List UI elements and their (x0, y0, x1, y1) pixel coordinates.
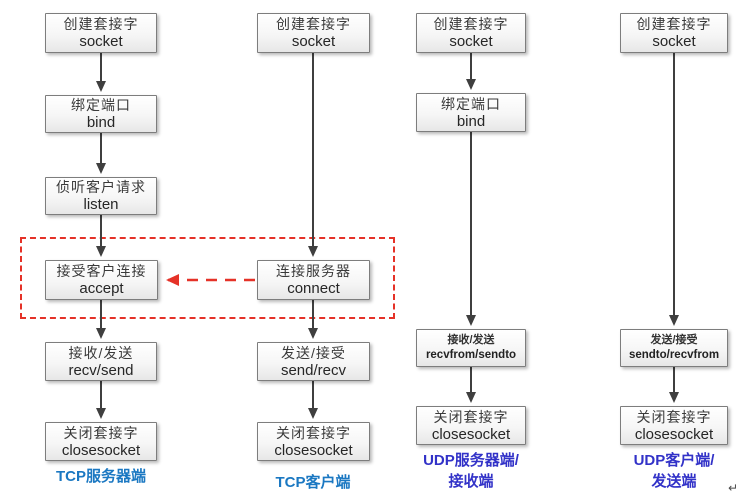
node-label-en: bind (86, 114, 116, 131)
flow-node-tcp-client-closesocket: 关闭套接字 closesocket (257, 422, 370, 461)
node-label-en: closesocket (431, 425, 511, 443)
node-label-en: closesocket (274, 441, 353, 459)
flow-node-tcp-client-socket: 创建套接字 socket (257, 13, 370, 53)
node-label-en: socket (449, 33, 493, 50)
node-label-zh: 发送/接受 (650, 334, 698, 346)
node-label-en: send/recv (280, 361, 347, 379)
node-label-en: socket (79, 33, 123, 50)
column-title-line: UDP客户端/ (633, 452, 715, 469)
paragraph-return-mark: ↵ (727, 481, 738, 495)
node-label-zh: 绑定端口 (71, 97, 131, 113)
flow-node-tcp-server-bind: 绑定端口 bind (45, 95, 157, 133)
node-label-zh: 关闭套接字 (63, 424, 139, 441)
node-label-en: socket (291, 33, 336, 50)
node-label-zh: 侦听客户请求 (56, 179, 146, 195)
flow-node-tcp-server-recv-send: 接收/发送 recv/send (45, 342, 157, 381)
column-title-line: UDP服务器端/ (423, 452, 519, 469)
node-label-en: recvfrom/sendto (425, 349, 517, 361)
flow-node-udp-client-sendto-recvfrom: 发送/接受 sendto/recvfrom (620, 329, 728, 367)
node-label-zh: 关闭套接字 (636, 408, 712, 425)
column-title-line: TCP客户端 (275, 474, 351, 491)
column-title-line: TCP服务器端 (55, 468, 146, 485)
node-label-en: closesocket (634, 425, 714, 443)
node-label-en: connect (287, 280, 340, 297)
flow-node-tcp-server-closesocket: 关闭套接字 closesocket (45, 422, 157, 461)
node-label-en: sendto/recvfrom (628, 349, 720, 361)
flow-node-tcp-server-accept: 接受客户连接 accept (45, 260, 158, 300)
node-label-zh: 接收/发送 (447, 334, 495, 346)
node-label-zh: 创建套接字 (63, 16, 139, 32)
node-label-zh: 创建套接字 (276, 16, 351, 32)
column-title-udp-client: UDP客户端/ 发送端 (604, 450, 744, 492)
node-label-en: accept (79, 280, 124, 297)
node-label-en: recv/send (68, 361, 134, 379)
node-label-zh: 关闭套接字 (276, 424, 351, 441)
node-label-zh: 创建套接字 (433, 16, 509, 32)
node-label-en: closesocket (61, 441, 141, 459)
flow-node-tcp-server-listen: 侦听客户请求 listen (45, 177, 157, 215)
node-label-zh: 连接服务器 (276, 263, 351, 279)
flow-node-udp-server-recvfrom-sendto: 接收/发送 recvfrom/sendto (416, 329, 526, 367)
flow-node-udp-server-socket: 创建套接字 socket (416, 13, 526, 53)
column-title-line: 接收端 (448, 473, 494, 490)
flow-node-udp-server-closesocket: 关闭套接字 closesocket (416, 406, 526, 445)
flow-node-tcp-server-socket: 创建套接字 socket (45, 13, 157, 53)
flow-node-tcp-client-connect: 连接服务器 connect (257, 260, 370, 300)
node-label-zh: 发送/接受 (281, 344, 346, 361)
column-title-tcp-server: TCP服务器端 (31, 466, 171, 487)
node-label-zh: 接收/发送 (68, 344, 134, 361)
node-label-zh: 接受客户连接 (56, 263, 147, 279)
tcp-connection-highlight-box (20, 237, 395, 319)
column-title-line: 发送端 (651, 473, 697, 490)
flow-node-udp-client-socket: 创建套接字 socket (620, 13, 728, 53)
column-title-tcp-client: TCP客户端 (243, 472, 383, 493)
flow-node-udp-server-bind: 绑定端口 bind (416, 93, 526, 132)
node-label-en: listen (83, 196, 119, 213)
flow-node-udp-client-closesocket: 关闭套接字 closesocket (620, 406, 728, 445)
node-label-zh: 关闭套接字 (433, 408, 509, 425)
flow-node-tcp-client-send-recv: 发送/接受 send/recv (257, 342, 370, 381)
node-label-en: bind (456, 112, 486, 130)
column-title-udp-server: UDP服务器端/ 接收端 (401, 450, 541, 492)
node-label-zh: 绑定端口 (441, 95, 501, 112)
node-label-en: socket (652, 33, 696, 50)
node-label-zh: 创建套接字 (636, 16, 712, 32)
